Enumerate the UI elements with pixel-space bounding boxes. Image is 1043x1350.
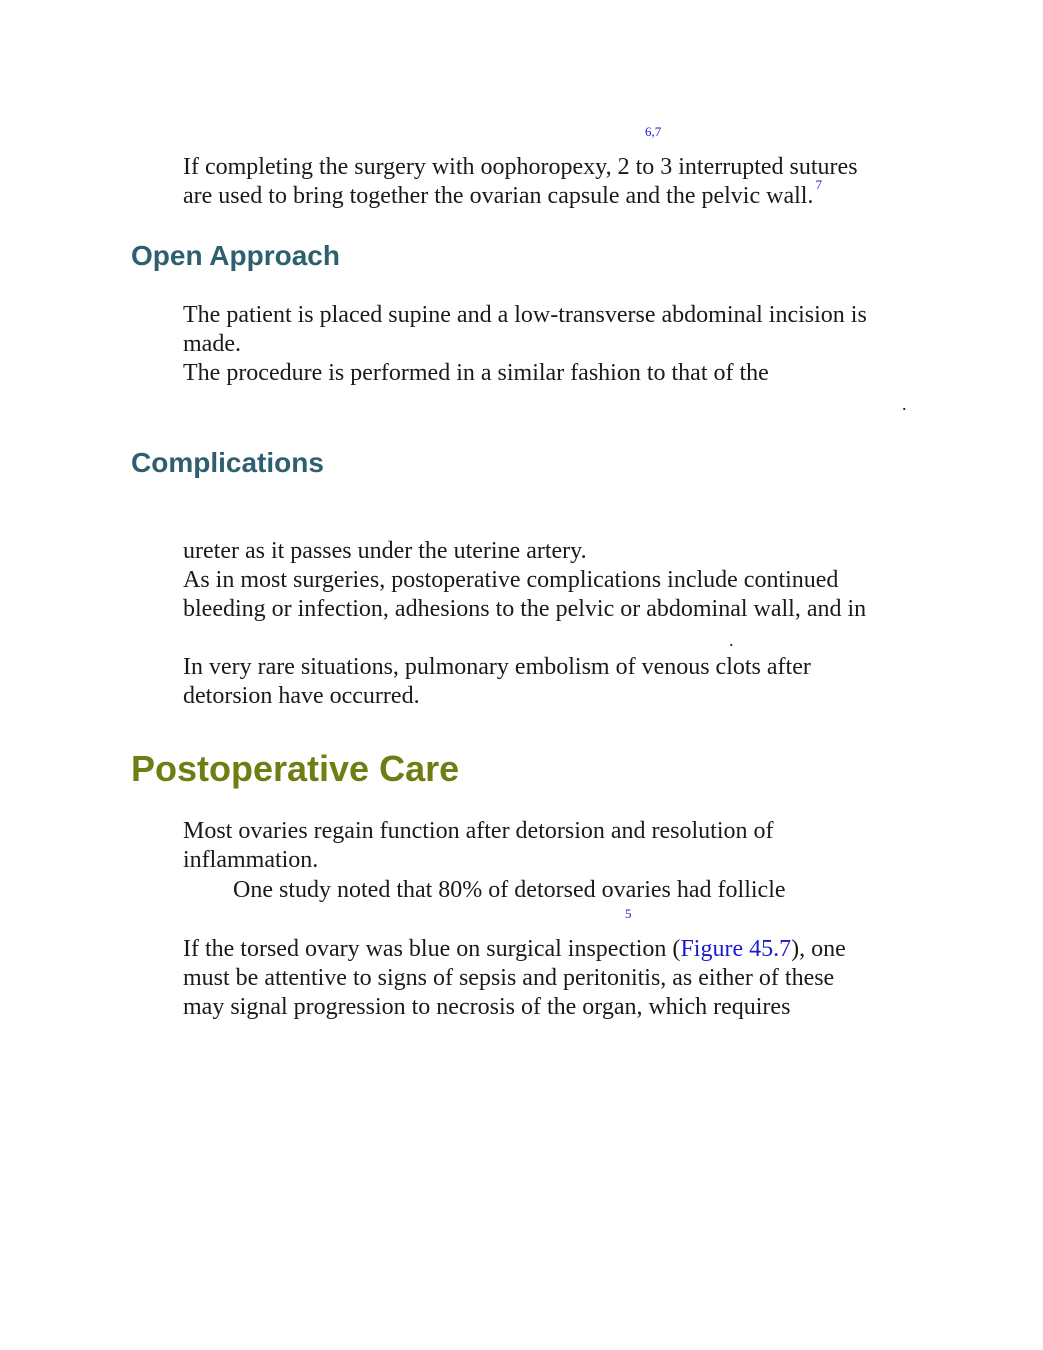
chapter-heading-postoperative-care: Postoperative Care (131, 748, 460, 789)
body-text: are used to bring together the ovarian c… (183, 183, 814, 209)
body-text-line: The patient is placed supine and a low-t… (183, 302, 867, 328)
reference-superscript[interactable]: 5 (625, 906, 632, 921)
body-text-line: Most ovaries regain function after detor… (183, 818, 774, 844)
body-text-line: detorsion have occurred. (183, 683, 420, 709)
body-text-line: inflammation. (183, 847, 319, 873)
reference-superscript[interactable]: 7 (815, 177, 822, 192)
body-text-line: must be attentive to signs of sepsis and… (183, 965, 835, 991)
figure-link[interactable]: Figure 45.7 (680, 936, 792, 962)
body-text-line: The procedure is performed in a similar … (183, 360, 769, 386)
body-text-line: ureter as it passes under the uterine ar… (183, 538, 587, 564)
body-text-line: If the torsed ovary was blue on surgical… (183, 935, 846, 964)
section-heading-complications: Complications (131, 447, 324, 478)
body-text-line: are used to bring together the ovarian c… (183, 178, 822, 211)
body-text-line: may signal progression to necrosis of th… (183, 994, 791, 1020)
reference-superscript[interactable]: 6,7 (645, 124, 662, 139)
trailing-period: . (902, 394, 907, 414)
body-text-line: If completing the surgery with oophorope… (183, 153, 858, 182)
body-text: ), one (791, 936, 846, 962)
body-text-line: In very rare situations, pulmonary embol… (183, 654, 811, 680)
body-text-line: One study noted that 80% of detorsed ova… (233, 877, 786, 903)
body-text-line: bleeding or infection, adhesions to the … (183, 596, 867, 622)
body-text: If the torsed ovary was blue on surgical… (183, 936, 681, 962)
section-heading-open-approach: Open Approach (131, 240, 340, 271)
trailing-period: . (729, 630, 734, 650)
body-text-line: made. (183, 331, 241, 357)
body-text: If completing the surgery with oophorope… (183, 154, 858, 180)
body-text-line: As in most surgeries, postoperative comp… (183, 567, 839, 593)
